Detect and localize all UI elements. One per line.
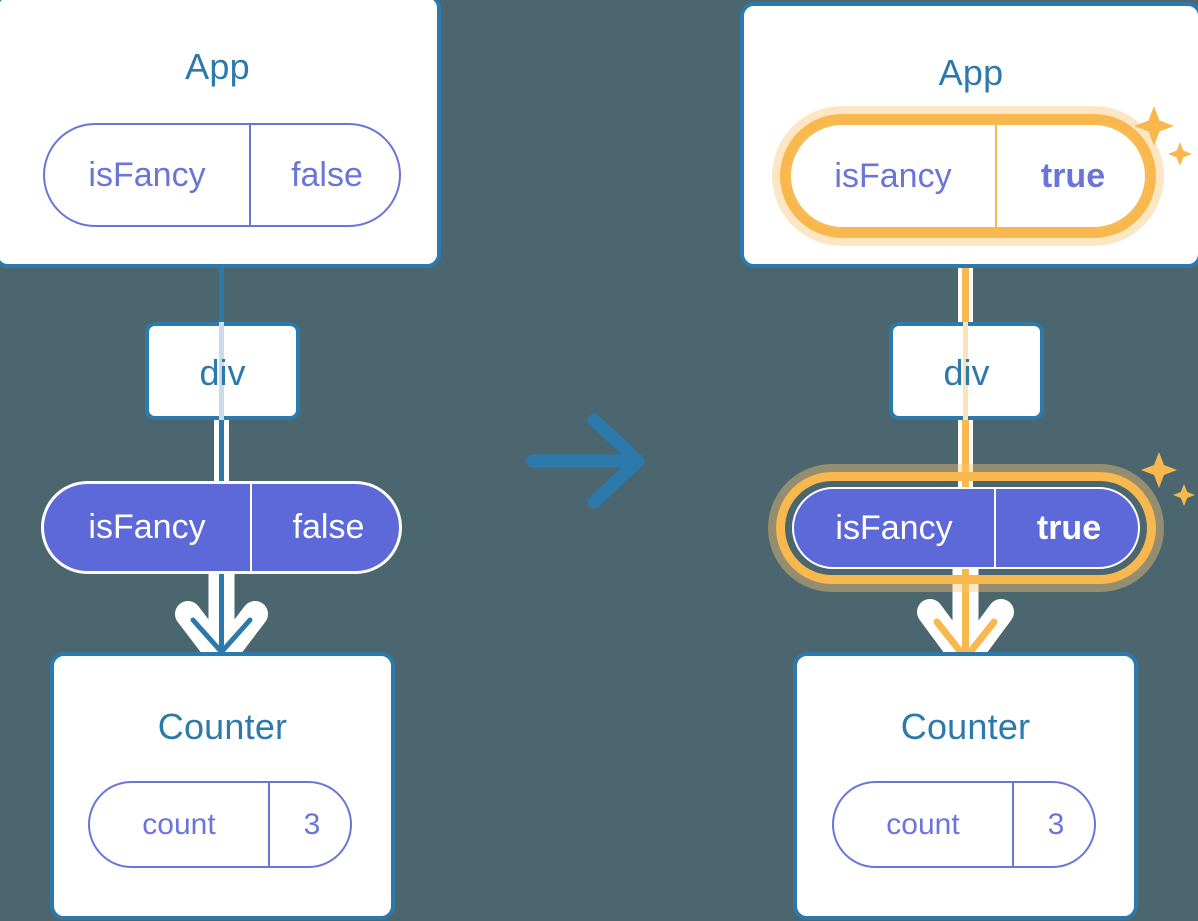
arrow-right-icon [526, 413, 645, 509]
counter-state-key-before: count [142, 807, 216, 841]
div-label-before: div [199, 352, 246, 393]
prop-pill-before[interactable]: isFancy false [41, 481, 402, 574]
edge-through-div-before [219, 322, 224, 420]
app-state-pill-after[interactable]: isFancy true [789, 123, 1147, 229]
edge-prop-to-counter-after [917, 547, 1014, 673]
counter-title-before: Counter [157, 706, 288, 747]
prop-key-after: isFancy [835, 508, 953, 547]
counter-state-value-after: 3 [1012, 783, 1098, 866]
app-state-value-after: true [995, 125, 1149, 227]
counter-state-value-before: 3 [268, 783, 354, 866]
prop-key-before: isFancy [88, 508, 206, 546]
edge-through-div-after [963, 322, 968, 420]
counter-state-pill-after[interactable]: count 3 [832, 781, 1096, 868]
counter-state-pill-before[interactable]: count 3 [88, 781, 352, 868]
app-title-before: App [185, 46, 250, 87]
sparkle-icon-app-after [1134, 106, 1192, 166]
sparkle-icon-prop-after [1141, 452, 1195, 506]
prop-value-after: true [994, 489, 1142, 567]
prop-pill-after[interactable]: isFancy true [792, 487, 1140, 569]
counter-state-key-after: count [886, 807, 960, 841]
app-state-key-after: isFancy [834, 156, 952, 195]
app-state-key-before: isFancy [88, 155, 206, 194]
prop-value-before: false [250, 484, 405, 571]
app-state-value-before: false [249, 125, 403, 225]
app-state-pill-before[interactable]: isFancy false [43, 123, 401, 227]
div-label-after: div [943, 352, 990, 393]
app-title-after: App [938, 52, 1004, 93]
counter-title-after: Counter [900, 706, 1031, 747]
edge-prop-to-counter-before [175, 547, 268, 671]
